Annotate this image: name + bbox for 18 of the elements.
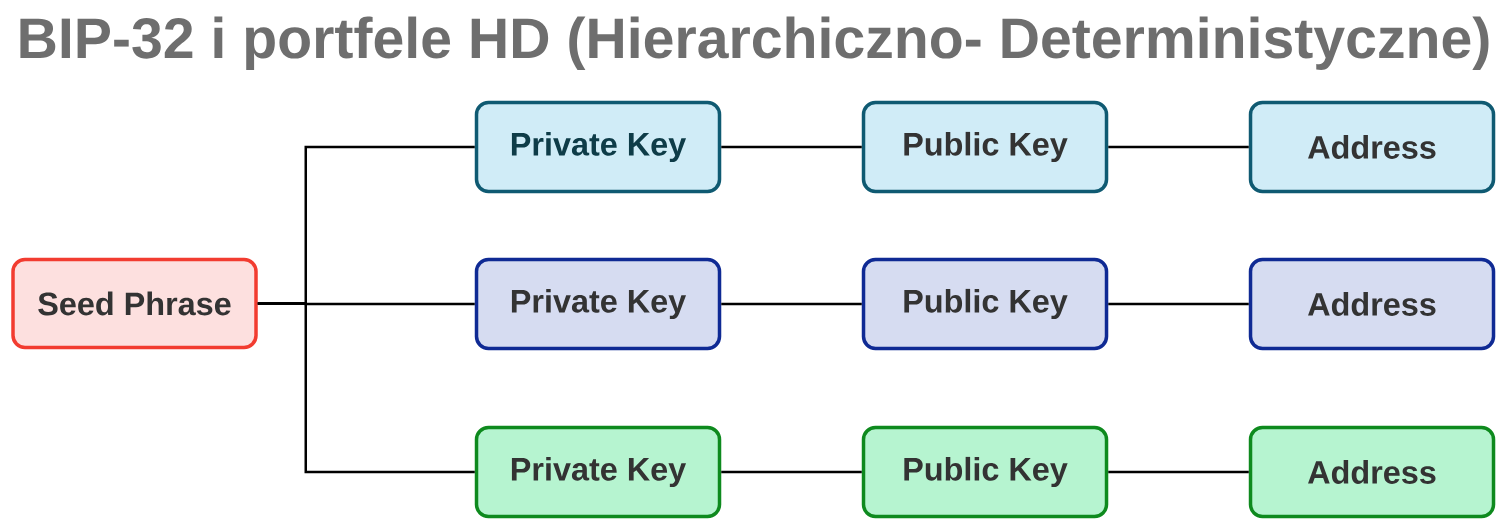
title: BIP-32 i portfele HD (Hierarchiczno- Deterministyczne): [20, 16, 1489, 70]
connector-line: [1108, 302, 1249, 306]
private-key-box: Private Key: [474, 257, 722, 351]
public-key-box: Public Key: [861, 425, 1109, 519]
connector-line: [257, 302, 475, 474]
address-box: Address: [1248, 257, 1496, 351]
connector-line: [1108, 470, 1249, 474]
private-key-box: Private Key: [474, 100, 722, 194]
private-key-box: Private Key: [474, 425, 722, 519]
connector-line: [721, 470, 862, 474]
connector-line: [721, 145, 862, 149]
address-box: Address: [1248, 425, 1496, 519]
public-key-box: Public Key: [861, 257, 1109, 351]
address-box: Address: [1248, 100, 1496, 194]
public-key-box: Public Key: [861, 100, 1109, 194]
seed-phrase-box: Seed Phrase: [11, 257, 258, 350]
connector-line: [721, 302, 862, 306]
connector-line: [1108, 145, 1249, 149]
